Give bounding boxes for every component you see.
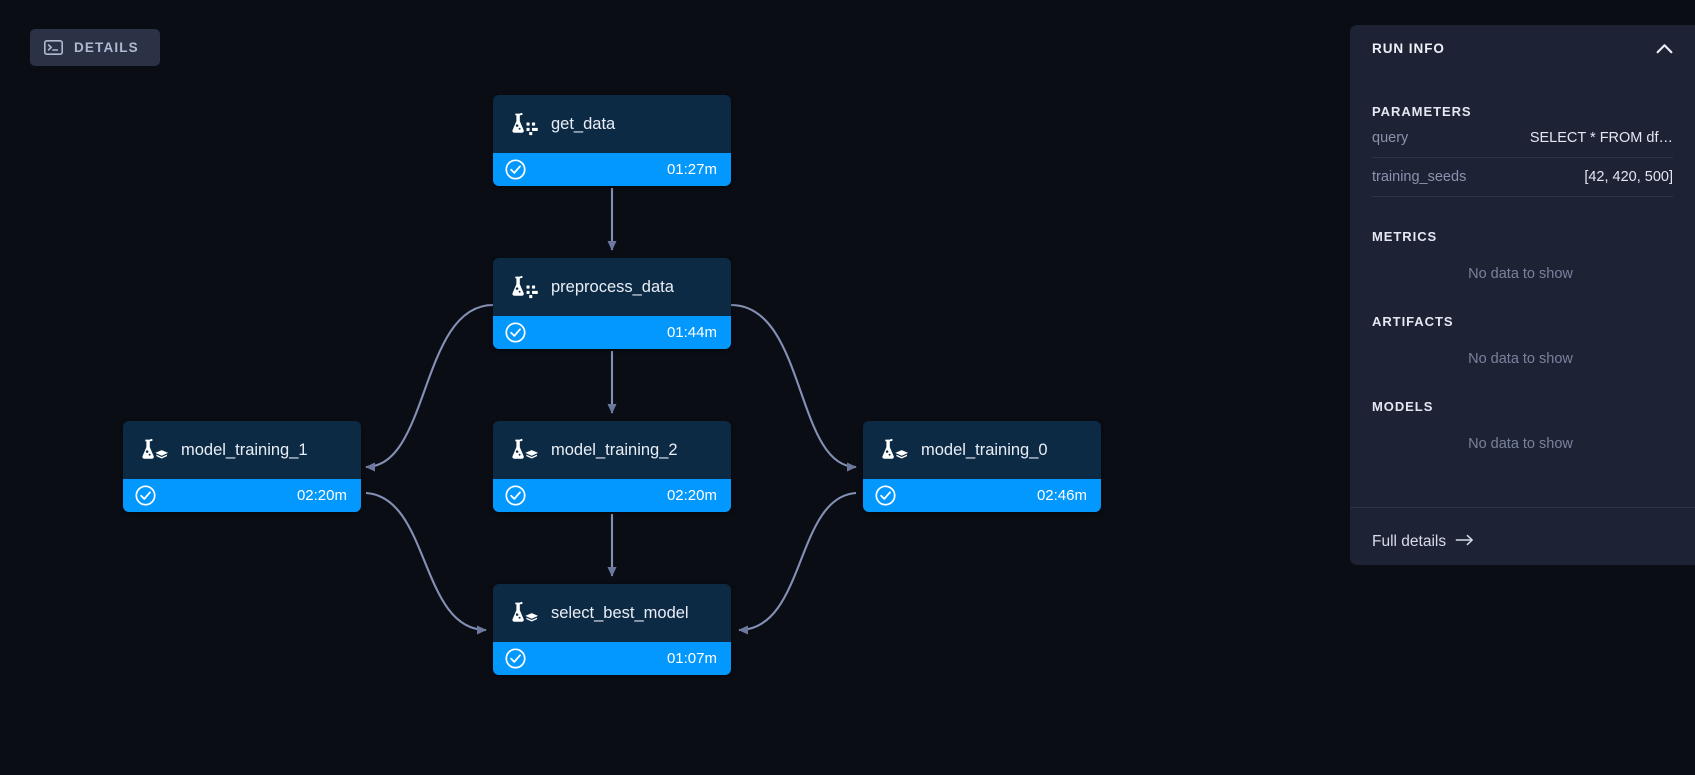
models-empty-message: No data to show [1468, 436, 1573, 452]
node-status-bar: 01:27m [493, 153, 731, 186]
parameters-list: query SELECT * FROM df…training_seeds [4… [1372, 119, 1673, 197]
check-circle-icon [505, 648, 526, 669]
node-status-bar: 01:07m [493, 642, 731, 675]
node-status-bar: 02:46m [863, 479, 1101, 512]
chevron-up-icon[interactable] [1656, 43, 1673, 54]
metrics-section-title: METRICS [1372, 229, 1438, 244]
details-button-label: DETAILS [74, 40, 139, 55]
parameter-value: [42, 420, 500] [1584, 169, 1673, 185]
node-name: model_training_2 [551, 440, 678, 459]
details-button[interactable]: DETAILS [30, 29, 160, 66]
node-duration: 01:44m [666, 324, 717, 341]
check-circle-icon [135, 485, 156, 506]
parameter-value: SELECT * FROM df… [1529, 130, 1673, 146]
node-name: get_data [551, 114, 616, 133]
parameters-section-title: PARAMETERS [1372, 104, 1472, 119]
flask-graduation-cap-icon [509, 601, 541, 625]
graph-node-select_best_model[interactable]: select_best_model 01:07m [493, 584, 731, 675]
node-duration: 01:27m [666, 161, 717, 178]
check-circle-icon [505, 322, 526, 343]
check-circle-icon [875, 485, 896, 506]
node-duration: 02:46m [1036, 487, 1087, 504]
graph-node-model_training_2[interactable]: model_training_2 02:20m [493, 421, 731, 512]
node-header: model_training_0 [863, 421, 1101, 479]
artifacts-empty-message: No data to show [1468, 351, 1573, 367]
node-status-bar: 02:20m [493, 479, 731, 512]
flask-graduation-cap-icon [139, 438, 171, 462]
node-status-bar: 01:44m [493, 316, 731, 349]
artifacts-section-title: ARTIFACTS [1372, 314, 1454, 329]
full-details-label: Full details [1372, 533, 1447, 550]
node-name: model_training_0 [921, 440, 1048, 459]
flask-graduation-cap-icon [509, 438, 541, 462]
graph-node-get_data[interactable]: get_data 01:27m [493, 95, 731, 186]
graph-edges [365, 188, 857, 635]
graph-node-model_training_1[interactable]: model_training_1 02:20m [123, 421, 361, 512]
check-circle-icon [505, 159, 526, 180]
flask-icon [509, 275, 541, 299]
parameter-row: query SELECT * FROM df… [1372, 119, 1673, 158]
node-duration: 02:20m [296, 487, 347, 504]
run-info-title: RUN INFO [1372, 41, 1445, 56]
graph-node-preprocess_data[interactable]: preprocess_data 01:44m [493, 258, 731, 349]
node-duration: 02:20m [666, 487, 717, 504]
node-name: select_best_model [551, 603, 689, 622]
node-status-bar: 02:20m [123, 479, 361, 512]
graph-node-model_training_0[interactable]: model_training_0 02:46m [863, 421, 1101, 512]
node-header: model_training_2 [493, 421, 731, 479]
full-details-link[interactable]: Full details [1372, 533, 1474, 551]
node-header: model_training_1 [123, 421, 361, 479]
node-duration: 01:07m [666, 650, 717, 667]
run-info-header: RUN INFO [1372, 25, 1673, 72]
parameter-key: query [1372, 130, 1409, 146]
node-header: get_data [493, 95, 731, 153]
panel-divider [1350, 507, 1695, 508]
parameter-key: training_seeds [1372, 169, 1467, 185]
run-info-panel: RUN INFO PARAMETERS query SELECT * FROM … [1350, 25, 1695, 565]
metrics-empty-message: No data to show [1468, 266, 1573, 282]
flask-icon [509, 112, 541, 136]
models-section-title: MODELS [1372, 399, 1434, 414]
flask-graduation-cap-icon [879, 438, 911, 462]
node-header: select_best_model [493, 584, 731, 642]
node-header: preprocess_data [493, 258, 731, 316]
terminal-icon [44, 40, 63, 55]
node-name: model_training_1 [181, 440, 308, 459]
node-name: preprocess_data [551, 277, 674, 296]
arrow-right-icon [1455, 533, 1474, 551]
check-circle-icon [505, 485, 526, 506]
parameter-row: training_seeds [42, 420, 500] [1372, 158, 1673, 197]
